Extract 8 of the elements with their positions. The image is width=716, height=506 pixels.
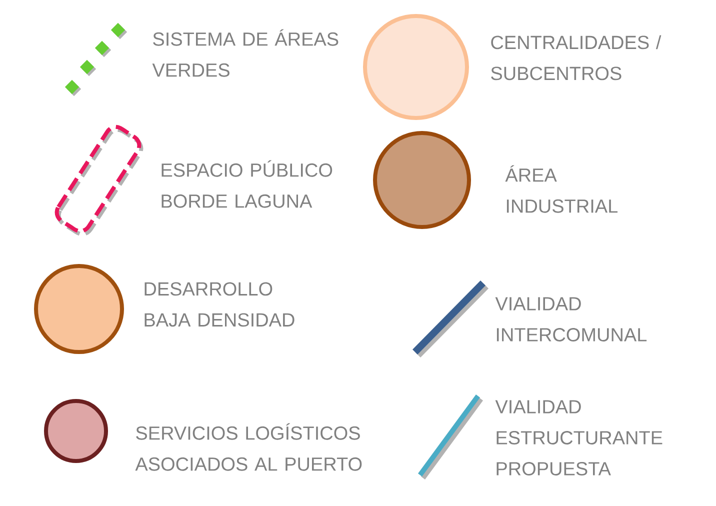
legend-label: VIALIDAD INTERCOMUNAL bbox=[495, 297, 647, 342]
legend-label: CENTRALIDADES / SUBCENTROS bbox=[491, 35, 662, 80]
legend-label: VIALIDAD ESTRUCTURANTE PROPUESTA bbox=[495, 400, 662, 476]
legend-label: SERVICIOS LOGÍSTICOS ASOCIADOS AL PUERTO bbox=[135, 423, 362, 471]
legend-label: ÁREA INDUSTRIAL bbox=[505, 165, 618, 213]
legend-label: DESARROLLO BAJA DENSIDAD bbox=[144, 282, 294, 327]
legend-label: SISTEMA DE ÁREAS VERDES bbox=[152, 29, 338, 77]
legend-label: ESPACIO PÚBLICO BORDE LAGUNA bbox=[162, 160, 332, 208]
